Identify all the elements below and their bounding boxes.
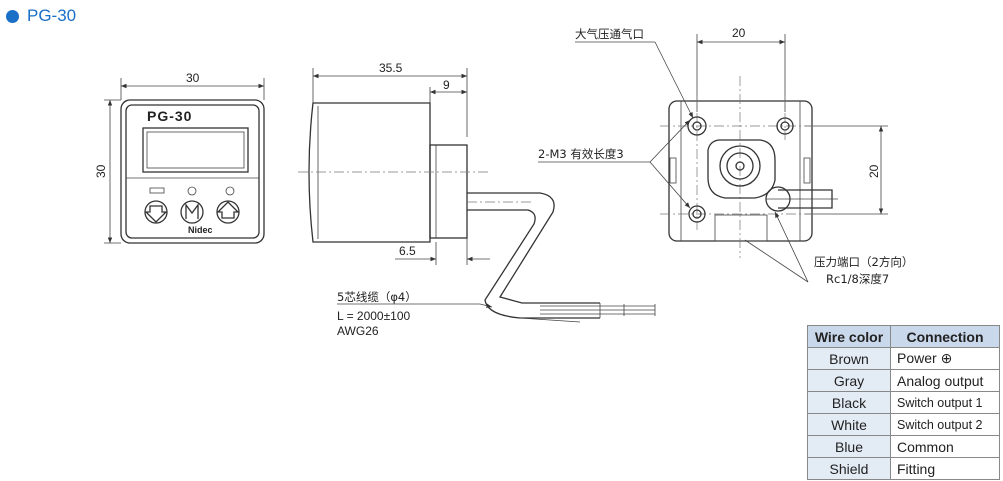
front-height-dim: 30 (94, 164, 108, 178)
rear-right-dim: 20 (867, 164, 881, 178)
wire-color-cell: Blue (807, 435, 891, 458)
rear-view: 20 20 (660, 26, 888, 258)
led-1-icon (187, 186, 197, 196)
wire-color-cell: Black (807, 391, 891, 414)
wire-color-cell: Brown (807, 347, 891, 370)
down-button-icon (144, 200, 168, 224)
vent-port-icon (687, 116, 707, 136)
table-header-row: Wire color Connection (807, 325, 1000, 348)
table-row: Blue Common (807, 435, 1000, 458)
up-button-icon (216, 200, 240, 224)
column-header: Connection (890, 325, 1000, 348)
table-row: White Switch output 2 (807, 413, 1000, 436)
table-row: Shield Fitting (807, 457, 1000, 480)
side-right-dim: 9 (443, 78, 450, 92)
table-row: Brown Power ⊕ (807, 347, 1000, 370)
port-label-2: Rc1/8深度7 (826, 272, 889, 286)
screw-hole-icon (776, 117, 794, 135)
side-total-dim: 35.5 (379, 61, 403, 75)
column-header: Wire color (807, 325, 891, 348)
cable-label-1: 5芯线缆（φ4） (337, 290, 417, 304)
brand-label: Nidec (188, 225, 213, 235)
port-label-1: 压力端口（2方向） (814, 255, 913, 269)
wire-color-cell: White (807, 413, 891, 436)
page-title: PG-30 (6, 6, 76, 26)
connection-cell: Power ⊕ (890, 347, 1000, 370)
vent-label: 大气压通气口 (575, 27, 644, 41)
connection-cell: Fitting (890, 457, 1000, 480)
connection-cell: Analog output (890, 369, 1000, 392)
wire-table: Wire color Connection Brown Power ⊕ Gray… (807, 325, 1000, 480)
table-row: Gray Analog output (807, 369, 1000, 392)
front-width-dim: 30 (186, 71, 200, 85)
indicator-bar (149, 187, 165, 194)
connection-cell: Switch output 2 (890, 413, 1000, 436)
led-2-icon (225, 186, 235, 196)
front-view: 30 30 PG-30 Nidec (94, 71, 265, 244)
title-text: PG-30 (27, 6, 77, 25)
side-bottom-dim: 6.5 (399, 244, 416, 258)
cable-label-2: L = 2000±100 (337, 309, 411, 323)
connection-cell: Switch output 1 (890, 391, 1000, 414)
connection-cell: Common (890, 435, 1000, 458)
pressure-port-icon (719, 145, 761, 187)
rear-top-dim: 20 (732, 26, 746, 40)
screw-label: 2-M3 有效长度3 (538, 147, 624, 161)
screw-hole-icon (688, 205, 706, 223)
title-bullet-icon (6, 9, 19, 23)
cable-label-3: AWG26 (337, 324, 379, 338)
mode-button-icon (180, 200, 204, 224)
wire-color-cell: Gray (807, 369, 891, 392)
wire-color-cell: Shield (807, 457, 891, 480)
table-row: Black Switch output 1 (807, 391, 1000, 414)
side-view: 35.5 9 6.5 (298, 61, 656, 323)
front-model-label: PG-30 (147, 108, 192, 124)
